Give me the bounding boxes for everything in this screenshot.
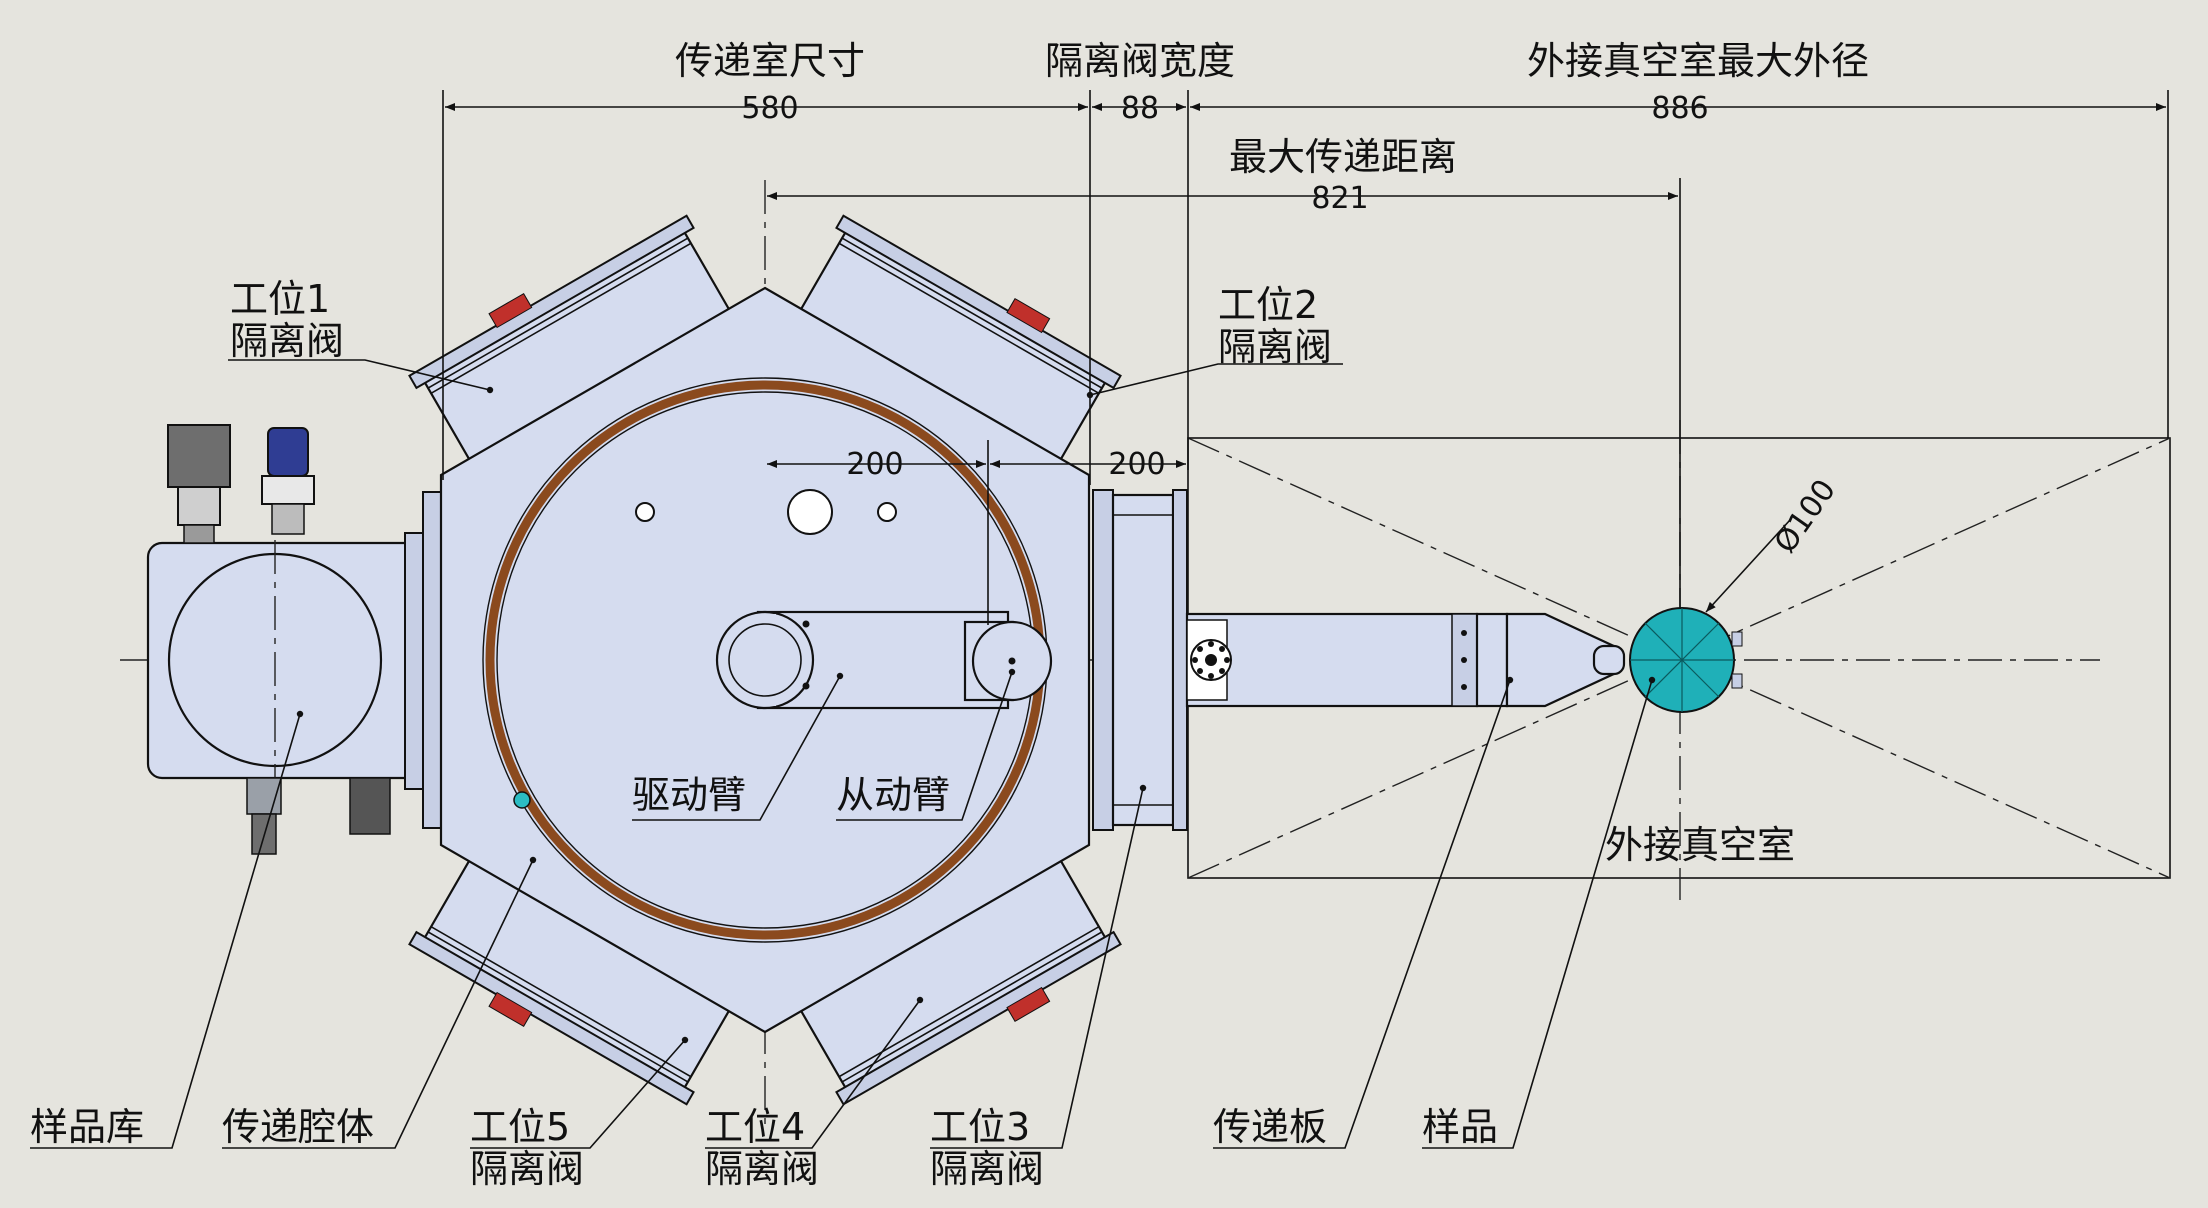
- dim-max-outer-diameter-value: 886: [1651, 91, 1708, 126]
- transfer-body-label: 传递腔体: [222, 1105, 374, 1149]
- station2-label-line1: 工位2: [1218, 283, 1318, 327]
- station4-label-line2: 隔离阀: [705, 1147, 819, 1191]
- drive-arm-label: 驱动臂: [632, 773, 746, 817]
- dimension-lines: [442, 90, 2169, 625]
- station1-valve: [408, 214, 734, 466]
- dim-valve-width-value: 88: [1121, 91, 1159, 126]
- dim-arm-length-1-value: 200: [846, 447, 903, 482]
- sample-disc: [1629, 607, 1743, 713]
- station3-label-line1: 工位3: [930, 1105, 1030, 1149]
- station3-valve: [796, 854, 1122, 1106]
- station2-label-line2: 隔离阀: [1218, 325, 1332, 369]
- dim-max-outer-diameter-label: 外接真空室最大外径: [1527, 39, 1869, 83]
- external-chamber-label: 外接真空室: [1605, 823, 1795, 867]
- station1-label-line2: 隔离阀: [230, 319, 344, 363]
- dim-max-transfer-distance-value: 821: [1311, 181, 1368, 216]
- station2-valve: [796, 214, 1122, 466]
- station3-label-line2: 隔离阀: [930, 1147, 1044, 1191]
- station4-label-line1: 工位4: [705, 1105, 805, 1149]
- sample-label: 样品: [1422, 1105, 1498, 1149]
- station5-label-line1: 工位5: [470, 1105, 570, 1149]
- sample-library: [146, 424, 436, 855]
- dim-valve-width-label: 隔离阀宽度: [1045, 39, 1235, 83]
- callout-texts: 工位1 隔离阀 工位2 隔离阀 驱动臂 从动臂 外接真空室 样品库 传递腔体 工…: [30, 277, 1795, 1191]
- dim-arm-length-2-value: 200: [1108, 447, 1165, 482]
- dim-chamber-size-value: 580: [741, 91, 798, 126]
- dim-sample-diameter-value: Ø100: [1768, 473, 1843, 559]
- driven-arm: [963, 620, 1053, 702]
- leader-lines: [30, 359, 1656, 1149]
- station5-valve: [408, 854, 734, 1106]
- transfer-plate: [1185, 612, 1626, 708]
- dim-max-transfer-distance-label: 最大传递距离: [1229, 135, 1457, 179]
- dim-chamber-size-label: 传递室尺寸: [675, 39, 865, 83]
- transfer-plate-label: 传递板: [1213, 1105, 1327, 1149]
- station4-valve: [1092, 489, 1188, 831]
- station5-label-line2: 隔离阀: [470, 1147, 584, 1191]
- driven-arm-label: 从动臂: [836, 773, 950, 817]
- sample-library-label: 样品库: [30, 1105, 144, 1149]
- station1-label-line1: 工位1: [230, 277, 330, 321]
